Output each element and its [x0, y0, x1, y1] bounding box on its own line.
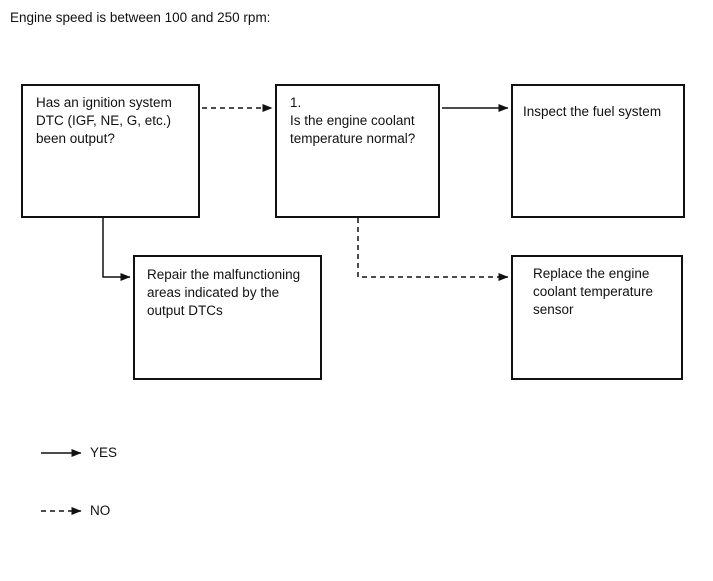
node-coolant-temp-question: 1. Is the engine coolant temperature nor… — [275, 84, 440, 218]
node-inspect-fuel-system: Inspect the fuel system — [511, 84, 685, 218]
node-ignition-dtc-question: Has an ignition system DTC (IGF, NE, G, … — [21, 84, 200, 218]
page-title: Engine speed is between 100 and 250 rpm: — [10, 10, 271, 25]
edge-yes-ignition-to-repair — [102, 218, 131, 281]
legend-no-label: NO — [90, 503, 111, 518]
legend-yes-label: YES — [90, 445, 118, 460]
node-repair-dtc-areas: Repair the malfunctioning areas indicate… — [133, 255, 322, 380]
edge-no-coolant-to-replace — [357, 218, 509, 281]
node-replace-ect-sensor: Replace the engine coolant temperature s… — [511, 255, 683, 380]
